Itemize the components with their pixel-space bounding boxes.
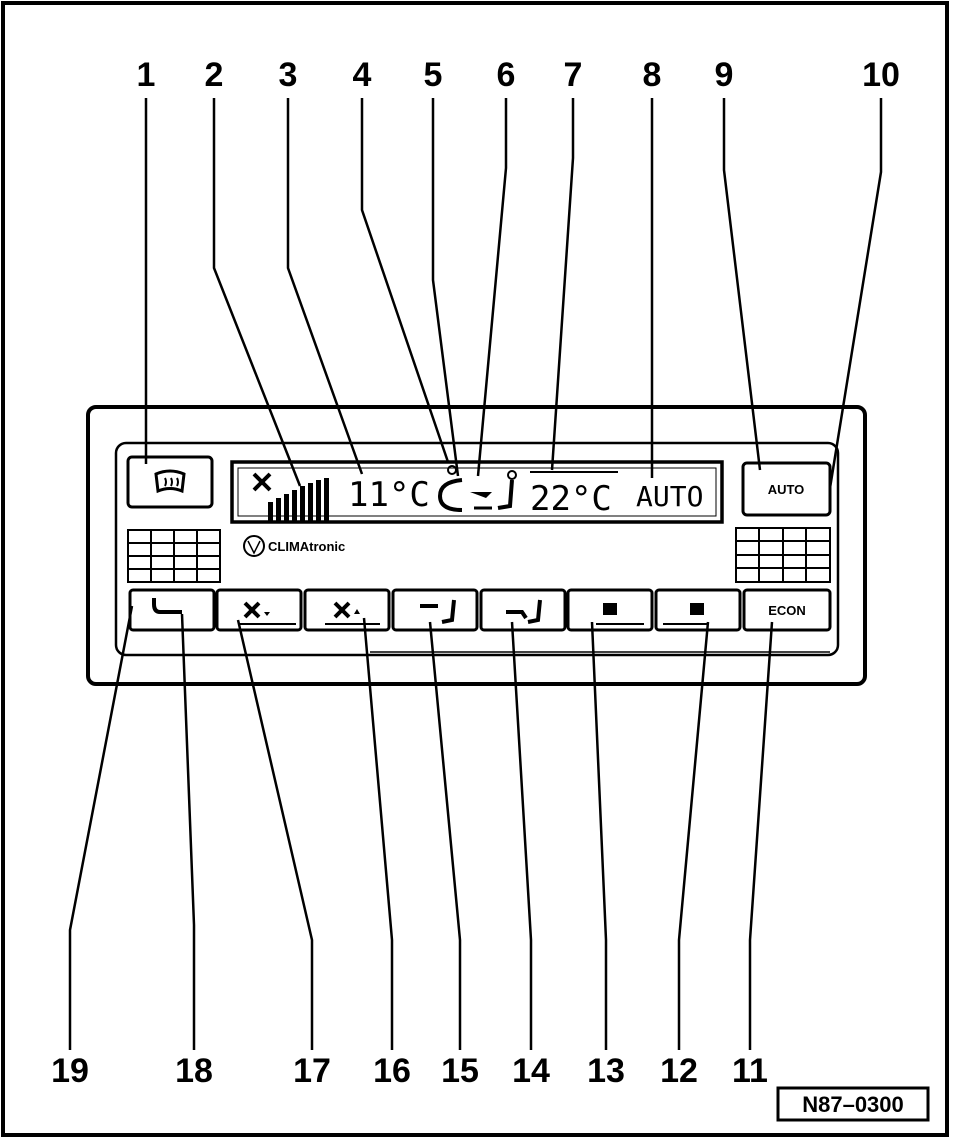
callout-6: 6: [497, 56, 516, 94]
figure-code: N87–0300: [802, 1092, 904, 1117]
callout-10: 10: [862, 56, 900, 94]
lcd-display: 11°C 22°C AUTO: [230, 460, 724, 524]
lcd-inner: [237, 467, 717, 517]
callout-17: 17: [293, 1052, 331, 1090]
left-keypad-grid: [127, 529, 221, 583]
set-temperature: 22°C: [530, 479, 612, 519]
rear-window-heater-button[interactable]: [566, 588, 654, 632]
climatronic-logo: CLIMAtronic: [243, 535, 345, 557]
leader-lines-bottom: [68, 605, 774, 1050]
econ-button[interactable]: ECON: [742, 588, 832, 632]
auto-button[interactable]: AUTO: [741, 461, 832, 517]
callout-9: 9: [715, 56, 734, 94]
callout-5: 5: [424, 56, 443, 94]
callout-14: 14: [512, 1052, 550, 1090]
fan-up-icon: [333, 601, 360, 619]
vw-logo-icon: [243, 535, 265, 557]
callout-8: 8: [643, 56, 662, 94]
recirculation-button[interactable]: [128, 588, 216, 632]
seat-heater-button[interactable]: [654, 588, 742, 632]
callout-15: 15: [441, 1052, 479, 1090]
air-to-occupant-icon: [420, 599, 456, 624]
brand-name: CLIMAtronic: [268, 539, 345, 554]
callout-18: 18: [175, 1052, 213, 1090]
callout-13: 13: [587, 1052, 625, 1090]
fan-speed-bars: [268, 478, 329, 522]
callout-2: 2: [205, 56, 224, 94]
air-to-feet-icon: [506, 599, 542, 624]
callout-11: 11: [732, 1052, 768, 1090]
callout-1: 1: [137, 56, 156, 94]
callouts-bottom: 19 18 17 16 15 14 13 12 11: [51, 1052, 768, 1090]
lcd-frame: [230, 460, 724, 524]
callout-7: 7: [564, 56, 583, 94]
air-distribution-icon: [470, 470, 517, 510]
right-keypad-grid: [735, 527, 831, 583]
unit-faceplate: [114, 441, 840, 657]
fan-up-button[interactable]: [303, 588, 391, 632]
outside-temperature: 11°C: [348, 475, 430, 515]
temp-up-button[interactable]: [479, 588, 567, 632]
seat-heater-icon: [690, 603, 704, 615]
control-unit: [86, 405, 867, 686]
callouts-top: 1 2 3 4 5 6 7 8 9 10: [137, 56, 900, 94]
unit-housing: [86, 405, 867, 686]
windscreen-defrost-icon: [154, 469, 186, 494]
econ-button-label: ECON: [768, 603, 806, 618]
temp-down-button[interactable]: [391, 588, 479, 632]
rear-heater-icon: [603, 603, 617, 615]
fan-icon: [252, 472, 272, 492]
leader-lines-top: [144, 98, 883, 489]
callout-19: 19: [51, 1052, 89, 1090]
fan-down-icon: [243, 601, 270, 619]
mode-indicator: AUTO: [636, 480, 703, 513]
recirculation-arrow-icon: [152, 598, 182, 614]
figure-code-box: N87–0300: [776, 1086, 930, 1122]
callout-4: 4: [353, 56, 372, 94]
callout-12: 12: [660, 1052, 698, 1090]
callout-3: 3: [279, 56, 298, 94]
callout-16: 16: [373, 1052, 411, 1090]
auto-button-label: AUTO: [768, 482, 805, 497]
defrost-button[interactable]: [126, 455, 214, 509]
